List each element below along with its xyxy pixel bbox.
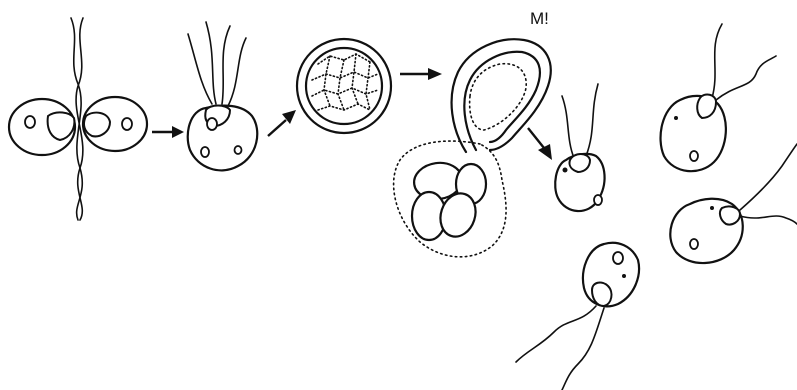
stage-3-resting-zygote <box>297 39 391 133</box>
cyst-wall-outer <box>297 39 391 133</box>
meiosis-label: M! <box>530 9 549 28</box>
arrow-1 <box>152 126 184 138</box>
arrow-3 <box>400 68 442 80</box>
zoospore-released-2 <box>661 24 776 171</box>
arrow-4 <box>528 128 552 160</box>
zoospore-released-4 <box>516 243 639 390</box>
zoospore-released-1 <box>555 84 604 211</box>
stage-2-planozygote <box>188 22 258 170</box>
arrow-2 <box>268 110 296 136</box>
sporangium-wall-inner <box>464 52 540 150</box>
cyst-net-pattern <box>312 54 378 110</box>
stage-4-germinating-cyst <box>394 39 551 257</box>
stage-1-gamete-fusion <box>9 18 147 220</box>
